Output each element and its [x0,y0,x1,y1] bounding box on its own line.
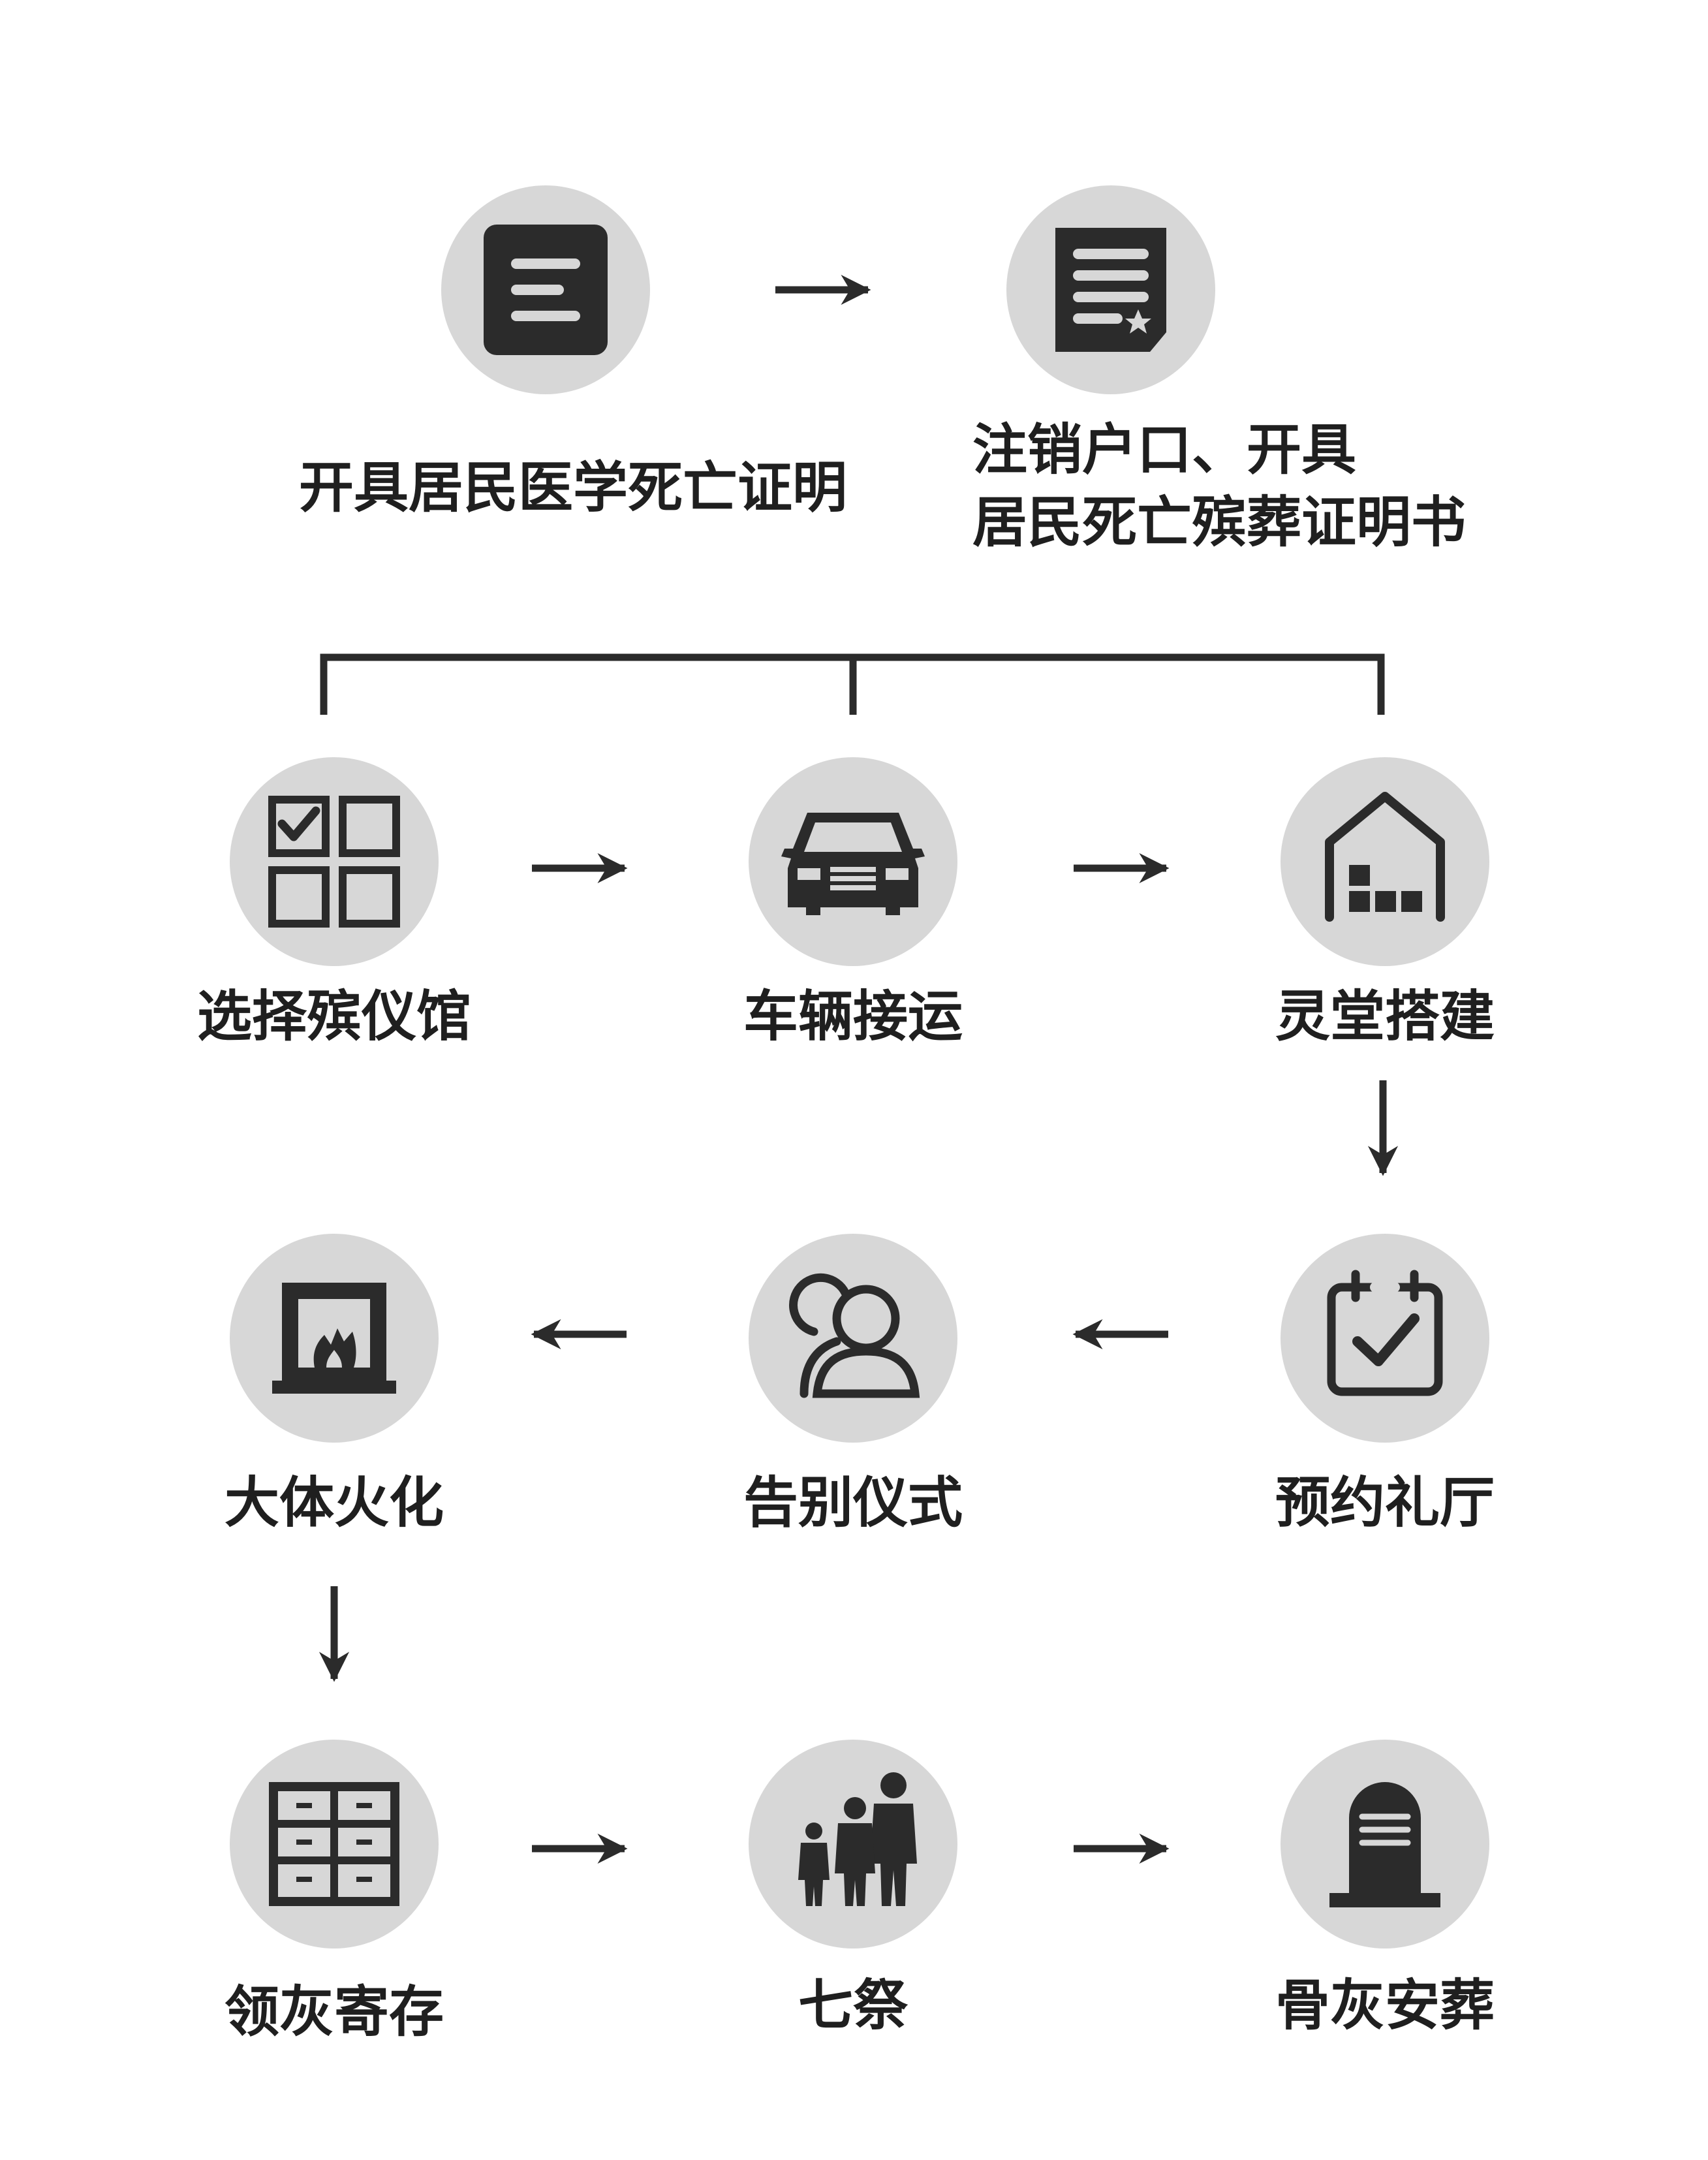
node-n6-label: 预约礼厅 [1275,1471,1495,1535]
node-n4-label: 车辆接运 [743,984,963,1048]
tombstone-icon [1329,1782,1440,1907]
house-icon [1325,792,1445,922]
cabinet-icon [269,1782,399,1906]
node-n6-circle [1281,1234,1489,1443]
node-n5-circle [1281,757,1489,966]
node-n1-label: 开具居民医学死亡证明 [298,456,848,520]
node-n2-label: 注销户口、开具 居民死亡殡葬证明书 [972,414,1466,559]
node-n3-circle [230,757,439,966]
checklist-grid-icon [268,796,400,928]
node-n7-circle [749,1234,957,1443]
document-icon [484,225,608,355]
node-n2-label-line2: 居民死亡殡葬证明书 [972,490,1467,554]
node-n8-label: 大体火化 [224,1471,444,1535]
certificate-icon [1055,228,1166,352]
furnace-icon [272,1283,396,1394]
family-icon [798,1772,917,1906]
node-n7-label: 告别仪式 [743,1471,963,1535]
node-n2-label-line1: 注销户口、开具 [972,418,1357,482]
bracket-n2-branch [320,653,1385,715]
node-n11-label: 骨灰安葬 [1275,1973,1495,2037]
node-n10-label: 七祭 [798,1973,908,2037]
node-n3-label: 选择殡仪馆 [196,984,472,1048]
node-n5-label: 灵堂搭建 [1275,984,1495,1048]
node-n9-label: 领灰寄存 [224,1980,444,2044]
calendar-check-icon [1327,1270,1443,1396]
car-icon [781,813,925,915]
people-icon [789,1273,920,1398]
